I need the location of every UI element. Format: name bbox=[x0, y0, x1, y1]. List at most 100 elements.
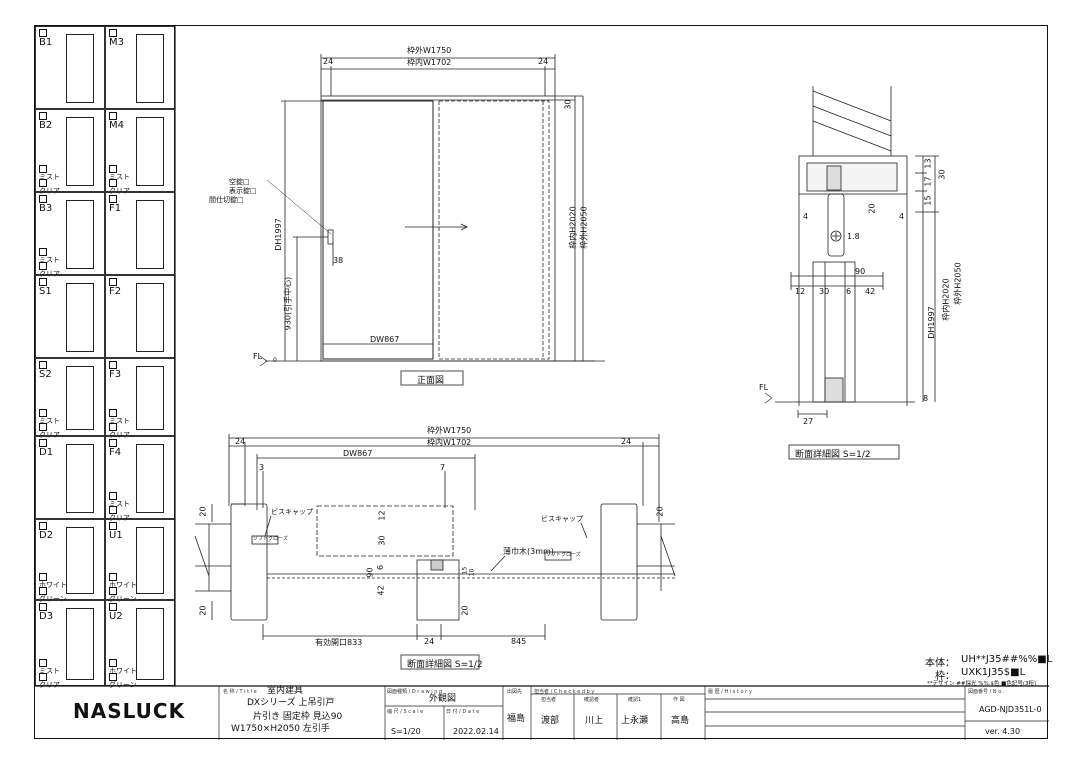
catalog-code-text: B2 bbox=[39, 120, 53, 131]
catalog-code: B3 bbox=[39, 195, 52, 214]
catalog-option-text: クリア bbox=[109, 431, 130, 439]
section-dim-3: 3 bbox=[259, 463, 265, 472]
vsec-dim-4-right: 4 bbox=[899, 212, 905, 221]
front-floor-label: FL bbox=[253, 352, 263, 361]
catalog-option: クリア bbox=[39, 423, 60, 440]
catalog-cell-b1: B1 bbox=[35, 26, 105, 109]
catalog-code-text: D1 bbox=[39, 447, 54, 458]
checkbox-icon bbox=[39, 659, 47, 667]
catalog-option-text: ミスト bbox=[109, 173, 130, 181]
checkbox-icon bbox=[39, 112, 47, 120]
vertical-section-caption: 断面詳細図 S=1/2 bbox=[795, 450, 871, 460]
name-1: 渡部 bbox=[541, 716, 560, 726]
drawing-number-label: 図面番号 / N o . bbox=[968, 689, 1005, 695]
section-inner-width: 枠内W1702 bbox=[427, 438, 472, 447]
soft-close-right: ソフトクローズ bbox=[546, 552, 581, 558]
name-2: 川上 bbox=[585, 716, 604, 726]
catalog-option-text: クリア bbox=[39, 270, 60, 278]
front-inner-width: 枠内W1702 bbox=[407, 58, 452, 67]
vsec-dim-90: 90 bbox=[855, 267, 866, 276]
effective-opening: 有効開口833 bbox=[315, 638, 363, 647]
checkbox-icon bbox=[109, 587, 117, 595]
catalog-code-text: F4 bbox=[109, 447, 122, 458]
catalog-code: M3 bbox=[109, 29, 124, 48]
vsec-inner-height: 枠内H2020 bbox=[941, 278, 951, 321]
catalog-code-text: M4 bbox=[109, 120, 124, 131]
door-design-icon bbox=[136, 34, 164, 103]
catalog-option-text: クリア bbox=[39, 431, 60, 439]
catalog-cell-m3: M3 bbox=[105, 26, 175, 109]
checkbox-icon bbox=[39, 439, 47, 447]
front-floor-zero: 0 bbox=[273, 357, 277, 364]
catalog-cell-f1: F1 bbox=[105, 192, 175, 275]
catalog-code: B2 bbox=[39, 112, 52, 131]
checkbox-icon bbox=[39, 573, 47, 581]
version: ver. 4.30 bbox=[985, 727, 1021, 736]
section-dim-6: 6 bbox=[376, 564, 386, 571]
catalog-option: クリア bbox=[39, 673, 60, 690]
catalog-code: U1 bbox=[109, 522, 123, 541]
checkbox-icon bbox=[109, 522, 117, 530]
door-design-icon bbox=[136, 200, 164, 269]
catalog-option: ミスト bbox=[39, 659, 60, 676]
place-value: 福島 bbox=[507, 714, 526, 724]
role-4: 作 図 bbox=[673, 697, 685, 703]
catalog-option: グリーン bbox=[109, 587, 137, 604]
catalog-option: ミスト bbox=[39, 248, 60, 265]
catalog-code-text: F2 bbox=[109, 286, 122, 297]
catalog-option-text: ミスト bbox=[39, 256, 60, 264]
catalog-option: グリーン bbox=[39, 587, 67, 604]
catalog-code-text: S2 bbox=[39, 369, 52, 380]
catalog-cell-s1: S1 bbox=[35, 275, 105, 358]
door-design-icon bbox=[66, 200, 94, 269]
checkbox-icon bbox=[109, 423, 117, 431]
screw-cap-left: ビスキャップ bbox=[271, 508, 313, 516]
catalog-option-text: グリーン bbox=[109, 595, 137, 603]
checkbox-icon bbox=[39, 195, 47, 203]
vsec-dim-1-8: 1.8 bbox=[847, 232, 860, 241]
catalog-code: S1 bbox=[39, 278, 52, 297]
checkbox-icon bbox=[39, 361, 47, 369]
catalog-option: クリア bbox=[109, 423, 130, 440]
vsec-dim-6: 6 bbox=[846, 287, 852, 296]
catalog-code-text: M3 bbox=[109, 37, 124, 48]
checkbox-icon bbox=[109, 603, 117, 611]
vsec-dim-13: 13 bbox=[923, 158, 933, 169]
checkbox-icon bbox=[39, 262, 47, 270]
catalog-option-text: クリア bbox=[109, 514, 130, 522]
vsec-dim-42: 42 bbox=[865, 287, 876, 296]
role-1: 担当者 bbox=[541, 697, 557, 703]
scale-label: 縮 尺 / S c a l e bbox=[387, 709, 424, 715]
catalog-option: クリア bbox=[39, 262, 60, 279]
vsec-dim-27: 27 bbox=[803, 417, 814, 426]
catalog-option: クリア bbox=[109, 179, 130, 196]
catalog-option: ホワイト bbox=[39, 573, 67, 590]
title-block bbox=[218, 686, 1049, 740]
door-design-icon bbox=[136, 608, 164, 680]
checkbox-icon bbox=[109, 179, 117, 187]
section-outer-width: 枠外W1750 bbox=[427, 426, 472, 435]
drawing-type-label: 図面種類 / D r a w i n g bbox=[387, 689, 443, 695]
catalog-code: M4 bbox=[109, 112, 124, 131]
checkbox-icon bbox=[39, 409, 47, 417]
name-3: 上永瀬 bbox=[621, 716, 649, 726]
door-design-icon bbox=[66, 366, 94, 430]
catalog-option-text: ホワイト bbox=[109, 581, 137, 589]
checkbox-icon bbox=[39, 278, 47, 286]
catalog-option-text: ミスト bbox=[109, 417, 130, 425]
door-design-icon bbox=[136, 444, 164, 513]
door-design-icon bbox=[136, 283, 164, 352]
section-dim-42: 42 bbox=[376, 585, 386, 596]
vsec-dim-12: 12 bbox=[795, 287, 806, 296]
role-2: 確認者 bbox=[584, 697, 600, 703]
checkbox-icon bbox=[39, 603, 47, 611]
front-outer-width: 枠外W1750 bbox=[407, 46, 452, 55]
catalog-code: F1 bbox=[109, 195, 121, 214]
checkbox-icon bbox=[39, 522, 47, 530]
catalog-code-text: B1 bbox=[39, 37, 53, 48]
name-4: 高島 bbox=[671, 716, 690, 726]
catalog-option: ミスト bbox=[109, 409, 130, 426]
catalog-code: S2 bbox=[39, 361, 52, 380]
checkbox-icon bbox=[109, 573, 117, 581]
